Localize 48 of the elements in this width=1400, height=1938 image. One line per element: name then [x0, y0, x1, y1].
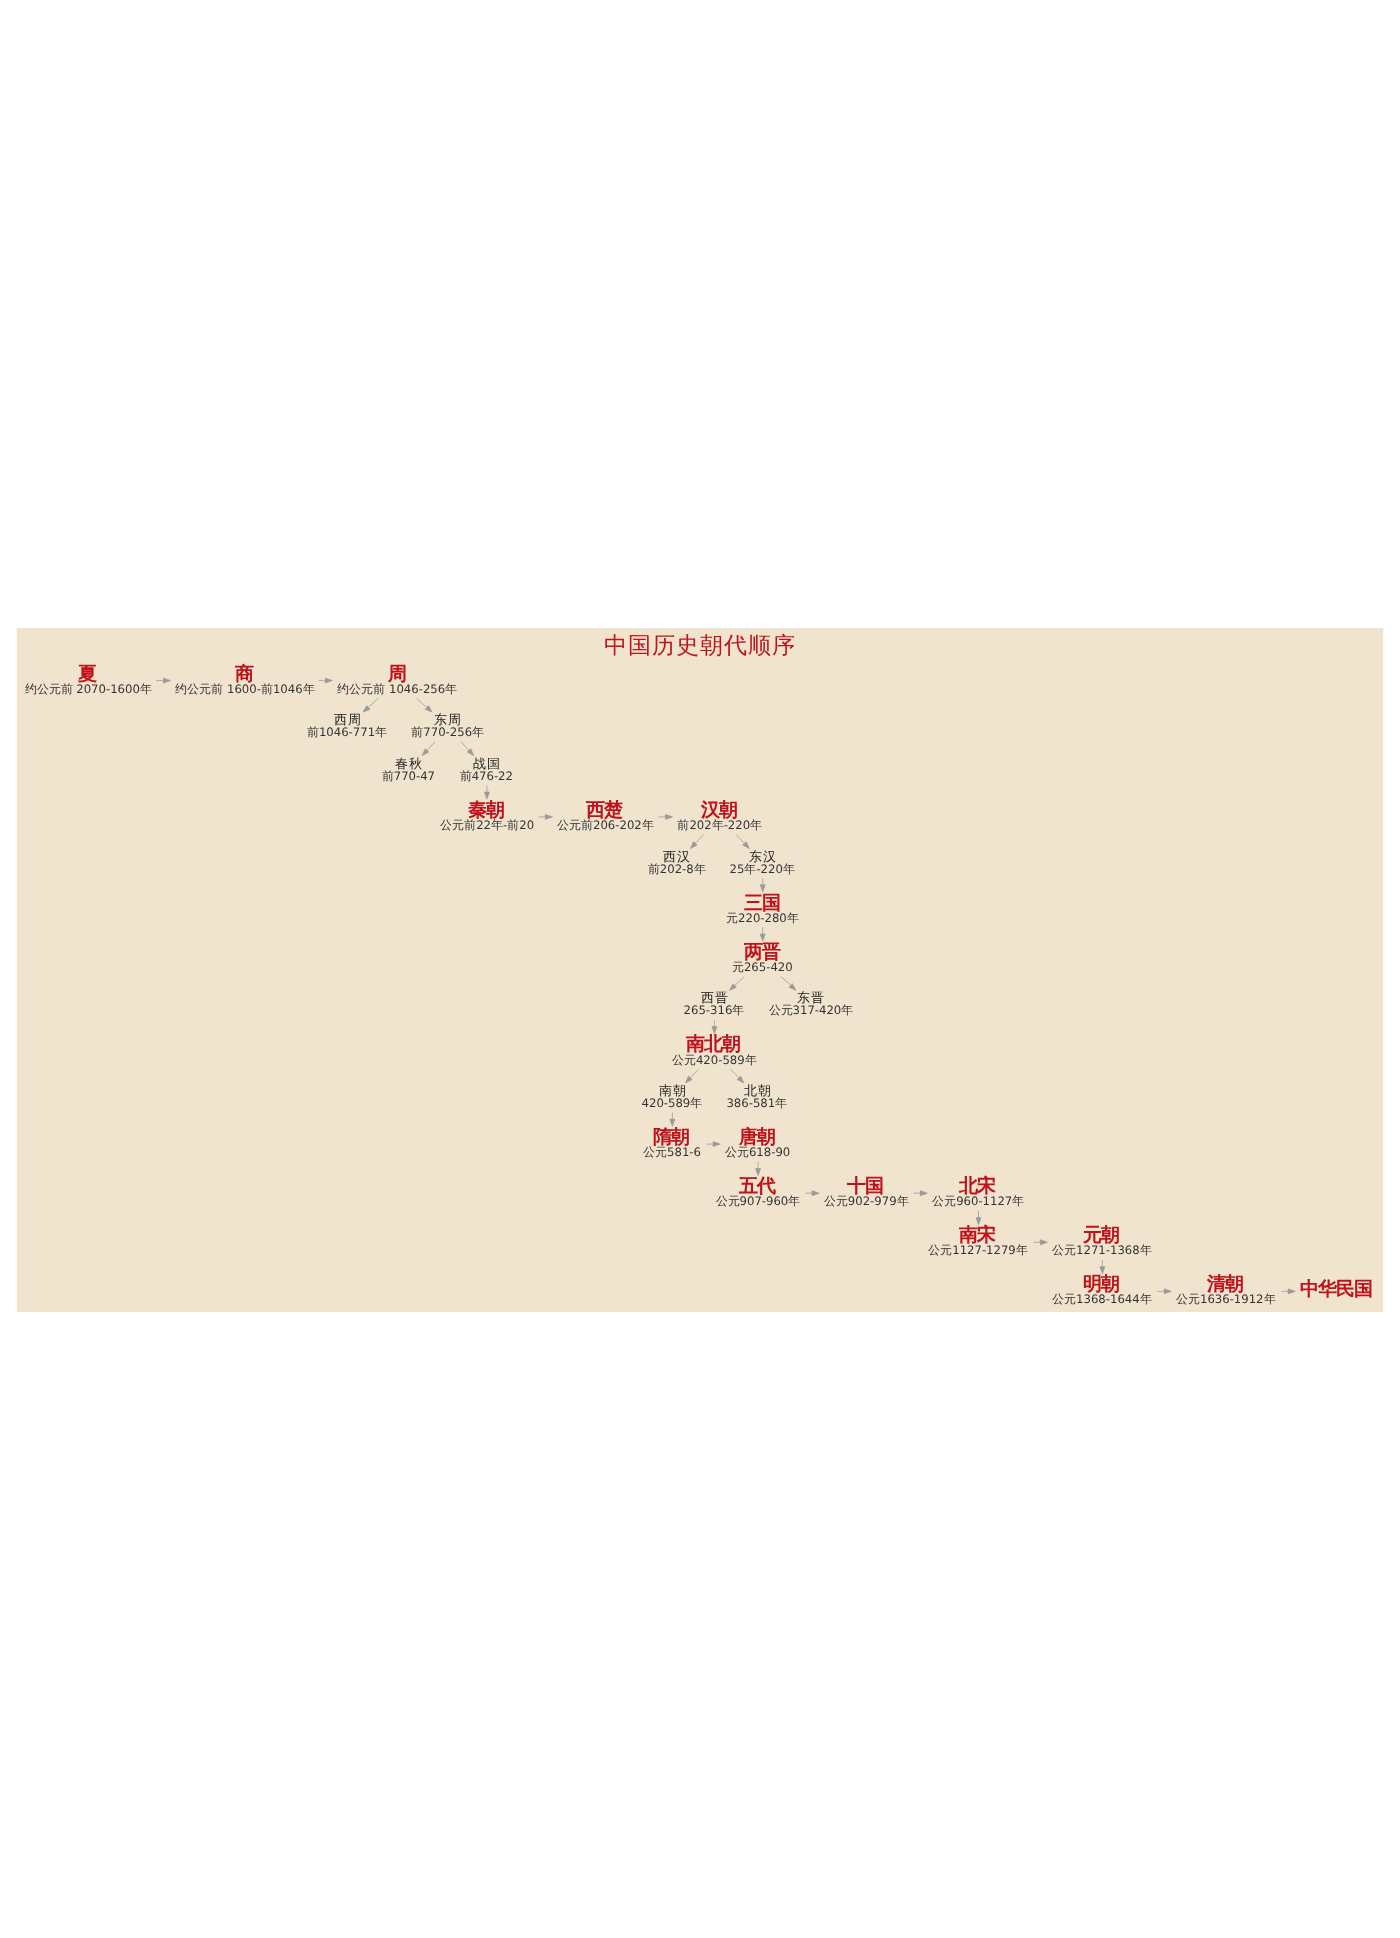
node-text: 秦朝: [467, 798, 504, 821]
arrow: [484, 784, 490, 799]
node-text: 隋朝: [653, 1126, 690, 1149]
arrow: [913, 1189, 928, 1196]
arrow: [735, 833, 750, 848]
arrow: [706, 1140, 721, 1146]
node-text: 南宋: [959, 1224, 996, 1247]
arrow: [730, 1067, 745, 1083]
arrow: [685, 1067, 699, 1083]
arrow: [460, 740, 475, 755]
node-text: 西楚: [586, 798, 623, 821]
arrow: [421, 740, 436, 755]
diagram-title: 中国历史朝代顺序: [604, 629, 796, 658]
node-text: 两晋: [743, 940, 780, 963]
node-text: 元朝: [1083, 1224, 1120, 1247]
node-text: 五代: [738, 1175, 775, 1198]
arrow: [362, 696, 379, 712]
arrow: [657, 813, 673, 819]
arrow: [759, 876, 766, 892]
arrow: [155, 676, 171, 683]
node-text: 北宋: [959, 1175, 996, 1198]
arrow: [1157, 1287, 1172, 1294]
node-text: 汉朝: [700, 798, 737, 821]
node-text: 周: [387, 662, 406, 685]
arrow: [780, 975, 797, 990]
arrow: [755, 1160, 761, 1175]
node-text: 明朝: [1083, 1273, 1120, 1296]
arrow: [669, 1111, 676, 1126]
arrow: [538, 813, 553, 819]
node-text: 清朝: [1207, 1273, 1244, 1296]
arrow: [729, 975, 745, 990]
node-text: 中华民国: [1299, 1278, 1372, 1301]
node-text: 十国: [847, 1175, 884, 1198]
node-text: 商: [234, 662, 253, 685]
arrow: [975, 1209, 982, 1225]
arrow: [804, 1189, 820, 1196]
node-text: 三国: [743, 891, 780, 914]
node-text: 夏: [78, 662, 97, 685]
arrow: [1033, 1238, 1048, 1245]
node-text: 唐朝: [738, 1126, 775, 1149]
arrow: [416, 696, 433, 712]
arrow: [318, 676, 333, 683]
arrow: [1099, 1258, 1106, 1274]
node-text: 南北朝: [685, 1033, 740, 1056]
arrow: [1280, 1287, 1296, 1294]
arrow: [711, 1018, 718, 1033]
arrow: [759, 925, 766, 941]
arrow: [690, 833, 705, 848]
